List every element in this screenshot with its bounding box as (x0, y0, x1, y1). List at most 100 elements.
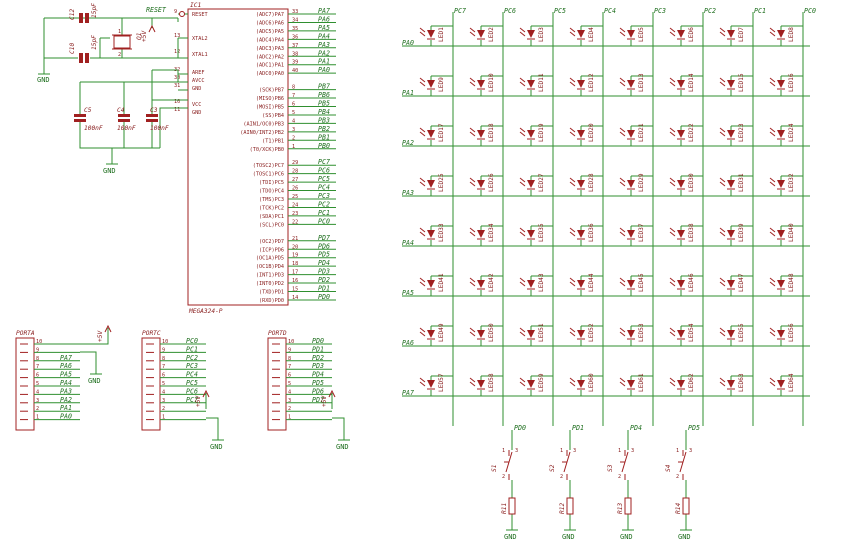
led-lead-wire (480, 76, 503, 97)
led-emission-icon (569, 227, 576, 237)
resistor-ref: R14 (675, 503, 682, 514)
header-pin-net: PD0 (312, 337, 324, 345)
led-diode-icon (777, 30, 785, 38)
led-diode-icon (427, 380, 435, 388)
microcontroller: IC1 MEGA324-P RESET9XTAL213XTAL112AREF32… (174, 2, 336, 315)
mcu-right-pin-number: 22 (292, 219, 298, 225)
led-emission-icon (419, 327, 426, 337)
mcu-right-pin-number: 37 (292, 43, 298, 49)
led-ref: LED32 (788, 173, 795, 192)
switch-pin-c: 3 (573, 448, 576, 454)
switch-ref: S1 (491, 465, 498, 472)
mcu-right-pin-net: PB3 (318, 116, 330, 124)
header-pin-net: PA2 (60, 396, 72, 404)
led-ref: LED46 (688, 273, 695, 292)
led-ref: LED30 (688, 173, 695, 192)
matrix-led: LED27 (519, 173, 553, 197)
led-diode-icon (627, 380, 635, 388)
mcu-right-pin-function: (OC1B)PD4 (256, 264, 284, 270)
matrix-led: LED57 (419, 373, 453, 397)
header-pin-net: PC7 (186, 396, 198, 404)
mcu-right-pin-function: (TDO)PC4 (259, 189, 284, 195)
supply-arrow-icon (104, 324, 112, 333)
led-diode-icon (777, 330, 785, 338)
led-ref: LED27 (538, 173, 545, 192)
mcu-right-pin-net: PA6 (318, 15, 330, 23)
header-pin-net: PC4 (186, 371, 198, 379)
mcu-right-pin-function: (MOSI)PB5 (256, 105, 284, 111)
led-lead-wire (530, 226, 553, 247)
mcu-right-pin-net: PC2 (318, 200, 330, 208)
matrix-column-label: PC6 (504, 7, 516, 15)
led-emission-icon (669, 27, 676, 37)
mcu-right-pin-function: (SCL)PC0 (259, 222, 284, 228)
led-lead-wire (630, 26, 653, 47)
switch-pin-b: 2 (618, 474, 621, 480)
led-ref: LED22 (688, 123, 695, 142)
header-pin-number: 5 (36, 381, 39, 387)
led-diode-icon (427, 130, 435, 138)
switch-pin-c: 3 (631, 448, 634, 454)
c3-plate-b (146, 119, 158, 122)
led-diode-icon (477, 330, 485, 338)
header-body (141, 337, 161, 431)
led-emission-icon (519, 77, 526, 87)
led-ref: LED31 (738, 173, 745, 192)
led-emission-icon (719, 227, 726, 237)
matrix-led: LED42 (469, 273, 503, 297)
matrix-row-label: PA5 (402, 289, 414, 297)
led-lead-wire (430, 76, 453, 97)
mcu-right-pin-function: (RXD)PD0 (259, 298, 284, 304)
mcu-right-pin-function: (ADC6)PA6 (256, 20, 284, 26)
header-gnd-label: GND (88, 377, 101, 385)
header-gnd-wire (206, 417, 224, 441)
led-ref: LED24 (788, 123, 795, 142)
mcu-right-pin-number: 6 (292, 102, 295, 108)
matrix-column-label: PC1 (754, 7, 766, 15)
led-diode-icon (777, 280, 785, 288)
switch-ref: S4 (665, 464, 672, 472)
led-ref: LED14 (688, 73, 695, 92)
mcu-right-pin-function: (TCK)PC2 (259, 205, 284, 211)
matrix-led: LED53 (619, 323, 653, 347)
header-pin-number: 1 (36, 415, 39, 421)
header-pin-number: 9 (162, 347, 165, 353)
header-pin-number: 7 (36, 364, 39, 370)
matrix-led: LED18 (469, 123, 503, 147)
led-emission-icon (769, 377, 776, 387)
led-diode-icon (627, 230, 635, 238)
mcu-right-pin-function: (SCK)PB7 (259, 88, 284, 94)
led-emission-icon (619, 377, 626, 387)
mcu-right-pin-net: PC6 (318, 167, 330, 175)
mcu-right-pin-net: PA0 (318, 66, 330, 74)
led-lead-wire (780, 126, 803, 147)
led-lead-wire (680, 376, 703, 397)
led-diode-icon (477, 180, 485, 188)
header-pin-number: 6 (288, 373, 291, 379)
c3-ref: C3 (150, 107, 158, 114)
led-emission-icon (669, 177, 676, 187)
led-emission-icon (469, 377, 476, 387)
led-ref: LED9 (438, 77, 445, 92)
matrix-led: LED4 (569, 25, 603, 47)
matrix-led: LED50 (469, 323, 503, 347)
c10-ref: C10 (69, 43, 76, 54)
header-pin-net: PD2 (312, 354, 324, 362)
led-diode-icon (727, 180, 735, 188)
matrix-row-label: PA0 (402, 39, 414, 47)
pulldown-resistor (682, 497, 690, 515)
led-diode-icon (727, 130, 735, 138)
switch-gnd-label: GND (562, 533, 575, 541)
mcu-right-pin-number: 2 (292, 135, 295, 141)
mcu-ref: IC1 (190, 2, 201, 9)
led-emission-icon (669, 327, 676, 337)
header-pin-number: 3 (36, 398, 39, 404)
mcu-right-pin-function: (OC2)PD7 (259, 239, 284, 245)
led-diode-icon (527, 280, 535, 288)
led-emission-icon (519, 177, 526, 187)
mcu-right-pin-number: 35 (292, 26, 298, 32)
matrix-led: LED11 (519, 73, 553, 97)
led-ref: LED20 (588, 123, 595, 142)
